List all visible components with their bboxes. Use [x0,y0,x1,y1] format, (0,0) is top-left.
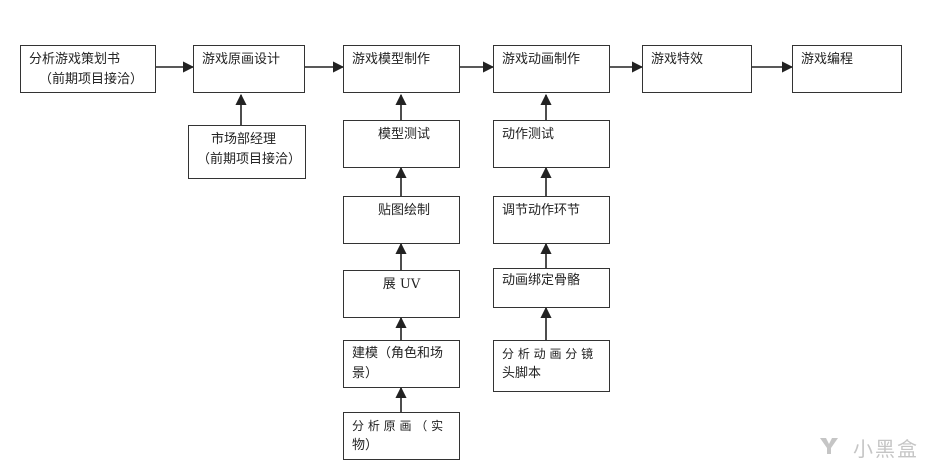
node-unwrap-uv: 展 UV [343,270,460,318]
node-label: 贴图绘制 [378,203,431,218]
node-analyze-concept: 分 析 原 画 （ 实 物） [343,412,460,460]
node-model-test: 模型测试 [343,120,460,168]
node-label: 动作测试 [502,127,555,142]
node-label-sub: （前期项目接洽） [39,72,144,87]
watermark-text: 小黑盒 [853,437,919,461]
node-label: 调节动作环节 [502,203,581,218]
node-label: 展 UV [382,277,421,292]
node-animation-test: 动作测试 [493,120,610,168]
node-label: 游戏动画制作 [502,52,581,67]
node-market-manager: 市场部经理 （前期项目接洽） [188,125,306,179]
node-model-production: 游戏模型制作 [343,45,460,93]
node-label: 游戏原画设计 [202,52,281,67]
node-concept-design: 游戏原画设计 [193,45,305,93]
node-rig-skeleton: 动画绑定骨骼 [493,268,610,308]
node-label: 分 析 原 画 （ 实 [352,419,444,433]
node-label-sub: 物） [352,438,379,453]
node-animation-production: 游戏动画制作 [493,45,610,93]
node-modeling: 建模（角色和场 景） [343,340,460,388]
node-label: 分 析 动 画 分 镜 [502,347,594,361]
node-analyze-storyboard: 分 析 动 画 分 镜 头脚本 [493,340,610,392]
node-label: 游戏编程 [801,52,854,67]
node-texture-painting: 贴图绘制 [343,196,460,244]
node-label: 建模（角色和场 [352,346,444,361]
node-game-programming: 游戏编程 [792,45,902,93]
node-adjust-motion: 调节动作环节 [493,196,610,244]
node-label: 游戏特效 [651,52,704,67]
node-label-sub: （前期项目接洽） [197,152,302,167]
node-game-effects: 游戏特效 [642,45,752,93]
node-label: 动画绑定骨骼 [502,273,581,288]
node-label: 游戏模型制作 [352,52,431,67]
heybox-logo-icon [818,437,849,461]
node-label-sub: 景） [352,366,379,381]
watermark: 小黑盒 [818,433,919,462]
node-analyze-plan: 分析游戏策划书 （前期项目接洽） [20,45,156,93]
node-label-sub: 头脚本 [502,366,542,381]
node-label: 分析游戏策划书 [29,52,121,67]
node-label: 市场部经理 [211,132,277,147]
node-label: 模型测试 [378,127,431,142]
